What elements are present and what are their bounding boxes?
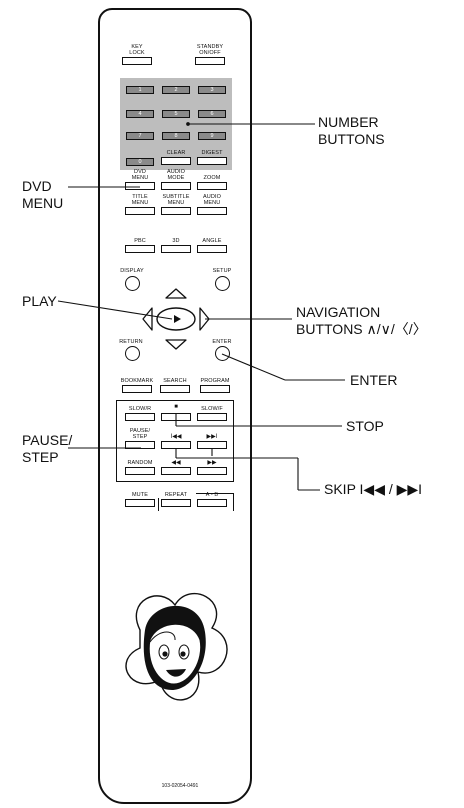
slow-f-button[interactable] [197,413,227,421]
setup-label: SETUP [212,268,232,274]
pause-step-label: PAUSE/ STEP [129,428,151,440]
number-button-9[interactable]: 9 [198,132,226,140]
return-label: RETURN [119,339,143,345]
number-button-5[interactable]: 5 [162,110,190,118]
dvd-menu-label: DVD MENU [131,169,149,181]
enter-button[interactable] [215,346,230,361]
search-button[interactable] [160,385,190,393]
skip-forward-icon: ▶▶I [206,434,218,440]
digest-button[interactable] [197,157,227,165]
display-button[interactable] [125,276,140,291]
number-button-8[interactable]: 8 [162,132,190,140]
rewind-icon: ◀◀ [171,460,181,466]
transport-group [116,400,234,482]
program-button[interactable] [200,385,230,393]
enter-label: ENTER [212,339,232,345]
audio-menu-button[interactable] [197,207,227,215]
number-button-3[interactable]: 3 [198,86,226,94]
repeat-bracket [158,493,234,511]
number-button-6[interactable]: 6 [198,110,226,118]
clear-button[interactable] [161,157,191,165]
fast-forward-icon: ▶▶ [207,460,217,466]
random-label: RANDOM [127,460,153,466]
a-b-label: A - B [205,492,219,498]
3d-label: 3D [172,238,180,244]
pbc-label: PBC [134,238,146,244]
subtitle-menu-label: SUBTITLE MENU [162,194,190,206]
skip-back-button[interactable] [161,441,191,449]
stop-icon: ■ [174,404,178,410]
slow-f-label: SLOW/F [201,406,223,412]
callout-enter: ENTER [350,372,398,388]
return-button[interactable] [125,346,140,361]
skip-forward-button[interactable] [197,441,227,449]
audio-mode-label: AUDIO MODE [167,169,185,181]
bookmark-button[interactable] [122,385,152,393]
dvd-menu-button[interactable] [125,182,155,190]
slow-r-label: SLOW/R [128,406,152,412]
fast-forward-button[interactable] [197,467,227,475]
standby-button[interactable] [195,57,225,65]
callout-dvd-menu: DVD MENU [22,178,64,211]
pbc-button[interactable] [125,245,155,253]
digest-label: DIGEST [201,150,223,156]
setup-button[interactable] [215,276,230,291]
audio-menu-label: AUDIO MENU [203,194,221,206]
repeat-label: REPEAT [156,492,196,498]
subtitle-menu-button[interactable] [161,207,191,215]
clear-label: CLEAR [166,150,186,156]
random-button[interactable] [125,467,155,475]
program-label: PROGRAM [200,378,230,384]
number-button-1[interactable]: 1 [126,86,154,94]
zoom-label: ZOOM [203,175,221,181]
number-button-0[interactable]: 0 [126,158,154,166]
mute-button[interactable] [125,499,155,507]
callout-skip: SKIP I◀◀ / ▶▶I [324,481,423,497]
bookmark-label: BOOKMARK [120,378,154,384]
slow-r-button[interactable] [125,413,155,421]
3d-button[interactable] [161,245,191,253]
a-b-button[interactable] [197,499,227,507]
audio-mode-button[interactable] [161,182,191,190]
model-number: 103-02054-0491 [161,783,199,789]
repeat-button[interactable] [161,499,191,507]
callout-navigation: NAVIGATION BUTTONS ∧/∨/〈/〉 [296,304,427,337]
callout-pause-step: PAUSE/ STEP [22,432,73,465]
key-lock-button[interactable] [122,57,152,65]
zoom-button[interactable] [197,182,227,190]
skip-back-icon: I◀◀ [170,434,182,440]
callout-play: PLAY [22,293,57,309]
rewind-button[interactable] [161,467,191,475]
angle-button[interactable] [197,245,227,253]
title-menu-button[interactable] [125,207,155,215]
number-button-4[interactable]: 4 [126,110,154,118]
key-lock-label: KEY LOCK [129,44,145,56]
search-label: SEARCH [163,378,187,384]
angle-label: ANGLE [202,238,222,244]
callout-stop: STOP [346,418,384,434]
callout-number-buttons: NUMBER BUTTONS [318,114,385,147]
number-button-2[interactable]: 2 [162,86,190,94]
display-label: DISPLAY [120,268,144,274]
title-menu-label: TITLE MENU [131,194,149,206]
mute-label: MUTE [132,492,148,498]
standby-label: STANDBY ON/OFF [196,44,224,56]
number-button-7[interactable]: 7 [126,132,154,140]
